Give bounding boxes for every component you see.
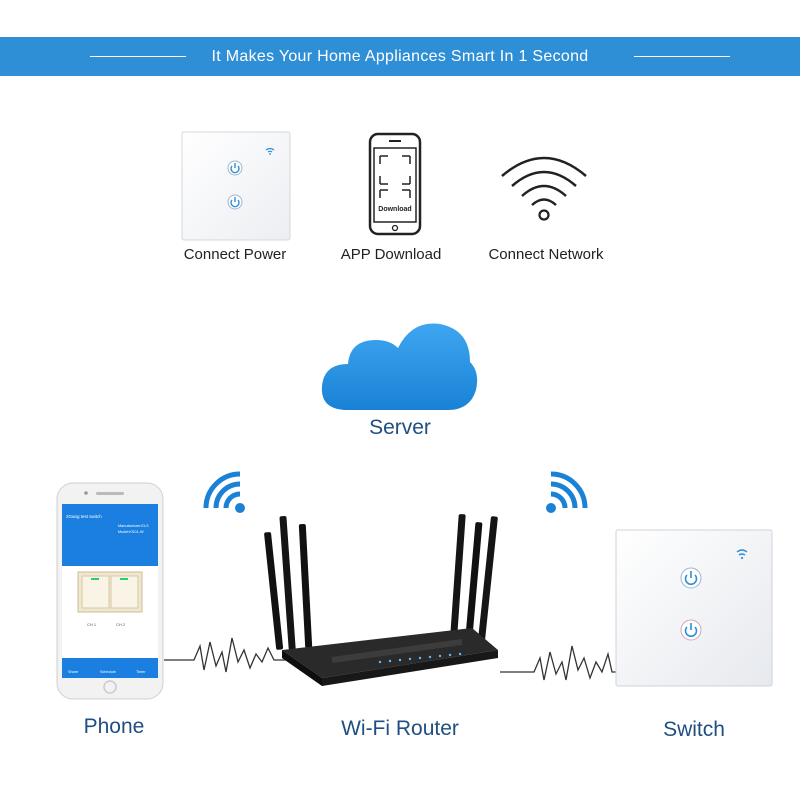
signal-wave-right <box>500 632 618 684</box>
step-connect-network <box>496 148 592 224</box>
phone-frame <box>56 482 164 700</box>
phone-download-icon <box>368 132 422 236</box>
phone-nav-schedule[interactable]: Schedule <box>100 670 116 674</box>
wall-switch-icon <box>181 131 291 241</box>
switch-label: Switch <box>663 718 725 741</box>
banner-rule-right <box>634 56 730 57</box>
server-label: Server <box>369 416 431 439</box>
step-app-download-label: APP Download <box>340 246 442 263</box>
wifi-signal-left-icon <box>200 470 248 518</box>
phone-device: 2Gang test switch Manufacturer:ELS Model… <box>56 482 164 700</box>
smart-switch-panel <box>615 529 773 687</box>
router-label: Wi-Fi Router <box>341 717 459 740</box>
server-cloud <box>318 318 480 414</box>
phone-label: Phone <box>83 715 145 738</box>
step-connect-network-label: Connect Network <box>488 246 604 263</box>
banner-title: It Makes Your Home Appliances Smart In 1… <box>211 47 589 65</box>
banner-rule-left <box>90 56 186 57</box>
phone-ch1-label[interactable]: CH 1 <box>87 622 97 627</box>
wifi-signal-right-icon <box>543 470 591 518</box>
router-device <box>262 510 502 700</box>
router-icon <box>264 514 498 686</box>
phone-ch2-label[interactable]: CH 2 <box>116 622 126 627</box>
signal-wave-left <box>164 632 294 676</box>
step-connect-power <box>180 130 292 242</box>
cloud-icon <box>321 323 478 410</box>
step-app-download: Download <box>368 132 422 236</box>
phone-device-name: 2Gang test switch <box>66 514 102 519</box>
wifi-icon <box>501 156 587 221</box>
smart-switch-device <box>614 528 774 688</box>
phone-nav-timer[interactable]: Timer <box>136 670 146 674</box>
phone-info-line2: Model:KS01-W <box>118 530 144 534</box>
phone-nav-share[interactable]: Share <box>68 670 79 674</box>
header-banner: It Makes Your Home Appliances Smart In 1… <box>0 37 800 76</box>
download-button: Download <box>378 206 412 213</box>
step-connect-power-label: Connect Power <box>183 246 287 263</box>
phone-info-line1: Manufacturer:ELS <box>118 524 149 528</box>
